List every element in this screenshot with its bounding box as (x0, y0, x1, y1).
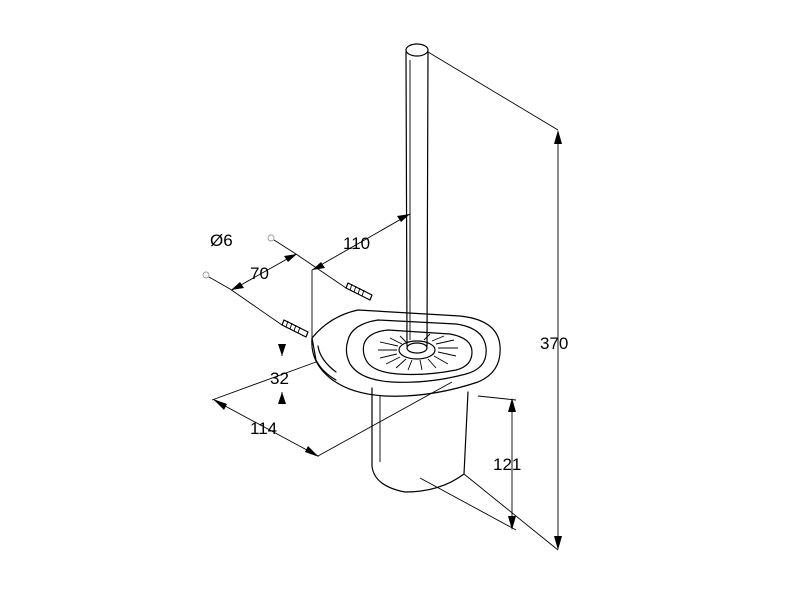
tray-recess (345, 319, 487, 383)
handle-rod (405, 51, 429, 347)
brush-hub-outer (398, 340, 436, 360)
dim-label-114: 114 (250, 419, 277, 438)
dim-label-32: 32 (270, 369, 289, 388)
bracket-front-edge (317, 345, 337, 373)
drill-hole-lower (202, 271, 210, 279)
brush-holder (281, 43, 501, 493)
drill-hole-upper (267, 234, 275, 242)
bracket-wall-plate (311, 337, 337, 381)
dim-label-70: 70 (250, 264, 269, 283)
dim-label-121: 121 (493, 455, 521, 474)
grid-plate (362, 329, 473, 376)
bowl (371, 387, 469, 493)
handle-top (405, 43, 429, 57)
dimension-depth: 114 (211, 361, 453, 457)
dimension-width: 110 (311, 212, 411, 338)
screw-lower (281, 319, 309, 338)
dimension-diameter: Ø6 (202, 231, 297, 290)
dim-label-110: 110 (343, 234, 370, 253)
bracket-tray (311, 309, 501, 397)
dim-label-370: 370 (540, 334, 568, 353)
dimension-screw-spacing: 70 (229, 253, 347, 326)
brush-hub-inner (406, 342, 428, 354)
grid-slots (378, 333, 458, 371)
dimension-bowl-height: 121 (419, 395, 521, 531)
dimension-height-total: 370 (427, 51, 568, 551)
dimension-wall-depth: 32 (270, 344, 289, 404)
dim-label-diameter: Ø6 (210, 231, 233, 250)
screw-upper (345, 282, 373, 301)
